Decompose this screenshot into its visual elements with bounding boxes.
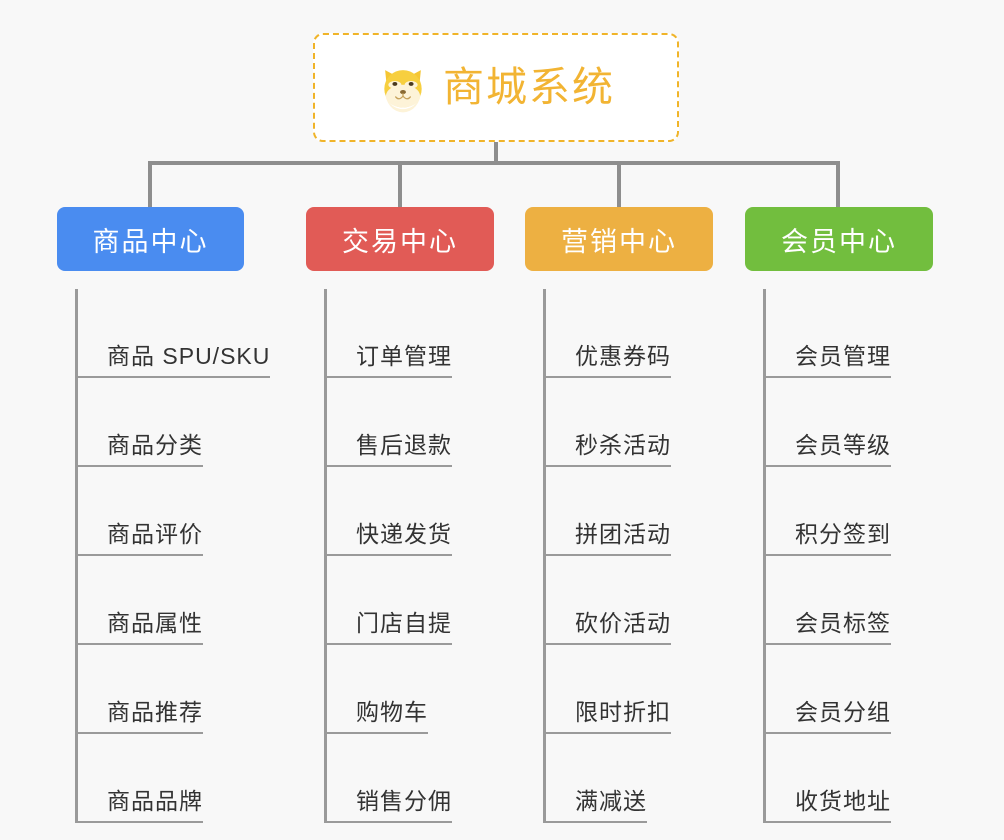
- list-item[interactable]: 快递发货: [324, 467, 556, 556]
- root-node-mall-system[interactable]: 商城系统: [313, 33, 679, 142]
- list-item[interactable]: 商品评价: [75, 467, 307, 556]
- branch-header-marketing[interactable]: 营销中心: [525, 207, 713, 271]
- list-item[interactable]: 秒杀活动: [543, 378, 775, 467]
- list-item[interactable]: 会员等级: [763, 378, 995, 467]
- connector-root-stem: [494, 142, 498, 164]
- leaf-label: 商品评价: [107, 521, 203, 556]
- leaf-label: 满减送: [575, 788, 647, 823]
- root-node-title: 商城系统: [443, 64, 615, 110]
- shiba-dog-face-icon: [377, 62, 429, 114]
- leaf-label: 商品品牌: [107, 788, 203, 823]
- list-item[interactable]: 拼团活动: [543, 467, 775, 556]
- leaf-label: 商品推荐: [107, 699, 203, 734]
- list-item[interactable]: 会员管理: [763, 289, 995, 378]
- leaf-label: 会员分组: [795, 699, 891, 734]
- list-item[interactable]: 商品属性: [75, 556, 307, 645]
- leaf-list-product: 商品 SPU/SKU 商品分类 商品评价 商品属性 商品推荐 商品品牌: [75, 289, 307, 823]
- leaf-list-member: 会员管理 会员等级 积分签到 会员标签 会员分组 收货地址: [763, 289, 995, 823]
- branch-column-trade: 交易中心 订单管理 售后退款 快递发货 门店自提 购物车 销售分佣: [306, 207, 556, 823]
- leaf-label: 收货地址: [795, 788, 891, 823]
- list-item[interactable]: 积分签到: [763, 467, 995, 556]
- leaf-label: 拼团活动: [575, 521, 671, 556]
- connector-drop-1: [148, 161, 152, 209]
- branch-header-trade[interactable]: 交易中心: [306, 207, 494, 271]
- leaf-list-trade: 订单管理 售后退款 快递发货 门店自提 购物车 销售分佣: [324, 289, 556, 823]
- leaf-label: 砍价活动: [575, 610, 671, 645]
- connector-drop-3: [617, 161, 621, 209]
- leaf-label: 商品属性: [107, 610, 203, 645]
- leaf-label: 会员标签: [795, 610, 891, 645]
- connector-drop-4: [836, 161, 840, 209]
- branch-column-member: 会员中心 会员管理 会员等级 积分签到 会员标签 会员分组 收货地址: [745, 207, 995, 823]
- leaf-label: 秒杀活动: [575, 432, 671, 467]
- leaf-label: 会员等级: [795, 432, 891, 467]
- leaf-label: 积分签到: [795, 521, 891, 556]
- leaf-label: 商品 SPU/SKU: [107, 343, 271, 378]
- leaf-label: 优惠券码: [575, 343, 671, 378]
- list-item[interactable]: 订单管理: [324, 289, 556, 378]
- leaf-label: 订单管理: [356, 343, 452, 378]
- leaf-label: 门店自提: [356, 610, 452, 645]
- branch-header-member[interactable]: 会员中心: [745, 207, 933, 271]
- leaf-label: 销售分佣: [356, 788, 452, 823]
- list-item[interactable]: 购物车: [324, 645, 556, 734]
- connector-horizontal-bus: [148, 161, 840, 165]
- list-item[interactable]: 满减送: [543, 734, 775, 823]
- leaf-label: 限时折扣: [575, 699, 671, 734]
- branch-column-marketing: 营销中心 优惠券码 秒杀活动 拼团活动 砍价活动 限时折扣 满减送: [525, 207, 775, 823]
- list-item[interactable]: 商品分类: [75, 378, 307, 467]
- connector-drop-2: [398, 161, 402, 209]
- list-item[interactable]: 优惠券码: [543, 289, 775, 378]
- list-item[interactable]: 会员分组: [763, 645, 995, 734]
- leaf-label: 商品分类: [107, 432, 203, 467]
- list-item[interactable]: 销售分佣: [324, 734, 556, 823]
- leaf-label: 会员管理: [795, 343, 891, 378]
- list-item[interactable]: 限时折扣: [543, 645, 775, 734]
- branch-column-product: 商品中心 商品 SPU/SKU 商品分类 商品评价 商品属性 商品推荐 商品品牌: [57, 207, 307, 823]
- list-item[interactable]: 砍价活动: [543, 556, 775, 645]
- leaf-list-marketing: 优惠券码 秒杀活动 拼团活动 砍价活动 限时折扣 满减送: [543, 289, 775, 823]
- list-item[interactable]: 商品 SPU/SKU: [75, 289, 307, 378]
- list-item[interactable]: 售后退款: [324, 378, 556, 467]
- list-item[interactable]: 商品推荐: [75, 645, 307, 734]
- leaf-label: 购物车: [356, 699, 428, 734]
- list-item[interactable]: 门店自提: [324, 556, 556, 645]
- list-item[interactable]: 商品品牌: [75, 734, 307, 823]
- leaf-label: 售后退款: [356, 432, 452, 467]
- list-item[interactable]: 会员标签: [763, 556, 995, 645]
- branch-header-product[interactable]: 商品中心: [57, 207, 244, 271]
- list-item[interactable]: 收货地址: [763, 734, 995, 823]
- leaf-label: 快递发货: [356, 521, 452, 556]
